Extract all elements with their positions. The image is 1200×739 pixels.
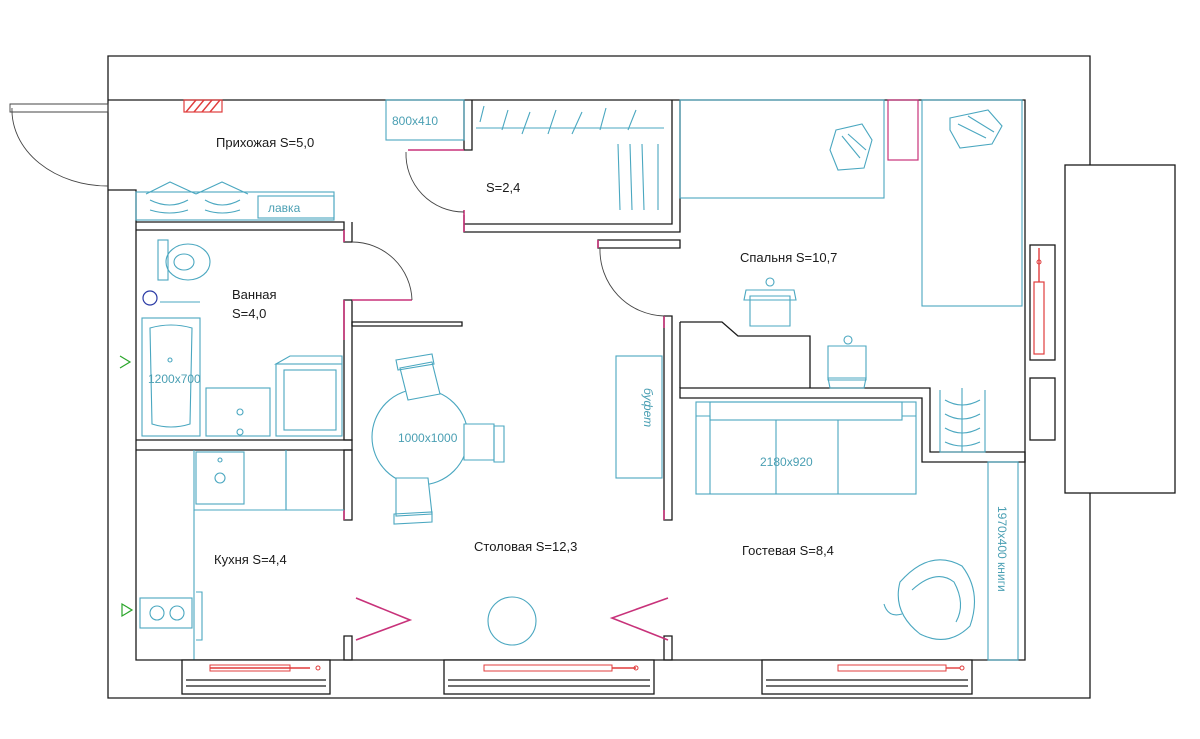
- dining-chair-bottom: [393, 477, 433, 525]
- windows-bottom: [181, 659, 973, 695]
- outer-walls: [107, 55, 1176, 699]
- bedroom-furniture: Спальня S=10,7: [679, 99, 1045, 453]
- meter-box: [183, 99, 223, 113]
- window-dining: [443, 659, 655, 695]
- bathroom: 1200x700 Ванная S=4,0: [119, 239, 343, 437]
- kitchen-label: Кухня S=4,4: [214, 552, 287, 567]
- bedroom-chair-1: [743, 277, 797, 327]
- stove: [139, 597, 193, 629]
- guest-room: 2180x920 1970x400 книги Гостевая S=8,4: [695, 401, 1019, 661]
- nightstand: [887, 99, 919, 161]
- wardrobe-dim-label: 800x410: [392, 114, 438, 128]
- bookshelf: [987, 461, 1019, 661]
- sofa: [695, 401, 917, 495]
- door-swings: [351, 151, 665, 317]
- kitchen-sink: [195, 451, 245, 505]
- hallway-furniture: 800x410 лавка Прихожая S=5,0: [135, 99, 465, 221]
- buffet-label: буфет: [641, 388, 655, 427]
- entry-door[interactable]: [9, 103, 109, 187]
- dining-label: Столовая S=12,3: [474, 539, 577, 554]
- bookshelf-label: 1970x400 книги: [995, 506, 1009, 592]
- guest-label: Гостевая S=8,4: [742, 543, 834, 558]
- window-kitchen: [181, 659, 331, 695]
- dining-chair-top: [395, 353, 441, 401]
- toilet-tank: [157, 239, 169, 281]
- drain: [142, 290, 158, 306]
- toilet-bowl: [165, 243, 211, 281]
- bathtub: [141, 317, 201, 437]
- bench-label: лавка: [268, 201, 301, 215]
- round-stool: [487, 596, 537, 646]
- bedroom-label: Спальня S=10,7: [740, 250, 837, 265]
- bedroom-shelf: [939, 388, 986, 453]
- bed-top: [679, 99, 885, 199]
- kitchen: Кухня S=4,4: [121, 450, 344, 660]
- window-guest: [761, 659, 973, 695]
- dining: 1000x1000 Столовая S=12,3 буфет: [371, 353, 663, 646]
- bathroom-sink: [205, 387, 271, 437]
- bathroom-name-label: Ванная: [232, 287, 277, 302]
- buffet: [615, 355, 663, 479]
- washing-machine: [275, 363, 343, 437]
- bathroom-area-label: S=4,0: [232, 306, 266, 321]
- armchair: [883, 559, 975, 640]
- bedroom-chair-2: [827, 335, 867, 389]
- interior-walls: [136, 100, 1026, 661]
- bed-right: [921, 99, 1023, 307]
- dining-chair-right: [463, 423, 505, 463]
- hallway-label: Прихожая S=5,0: [216, 135, 314, 150]
- wardrobe: [385, 99, 465, 141]
- table-dim-label: 1000x1000: [398, 431, 458, 445]
- bathtub-dim-label: 1200x700: [148, 372, 201, 386]
- closet-label: S=2,4: [486, 180, 520, 195]
- closet: S=2,4: [476, 105, 664, 211]
- door-openings: [343, 149, 669, 641]
- sofa-dim-label: 2180x920: [760, 455, 813, 469]
